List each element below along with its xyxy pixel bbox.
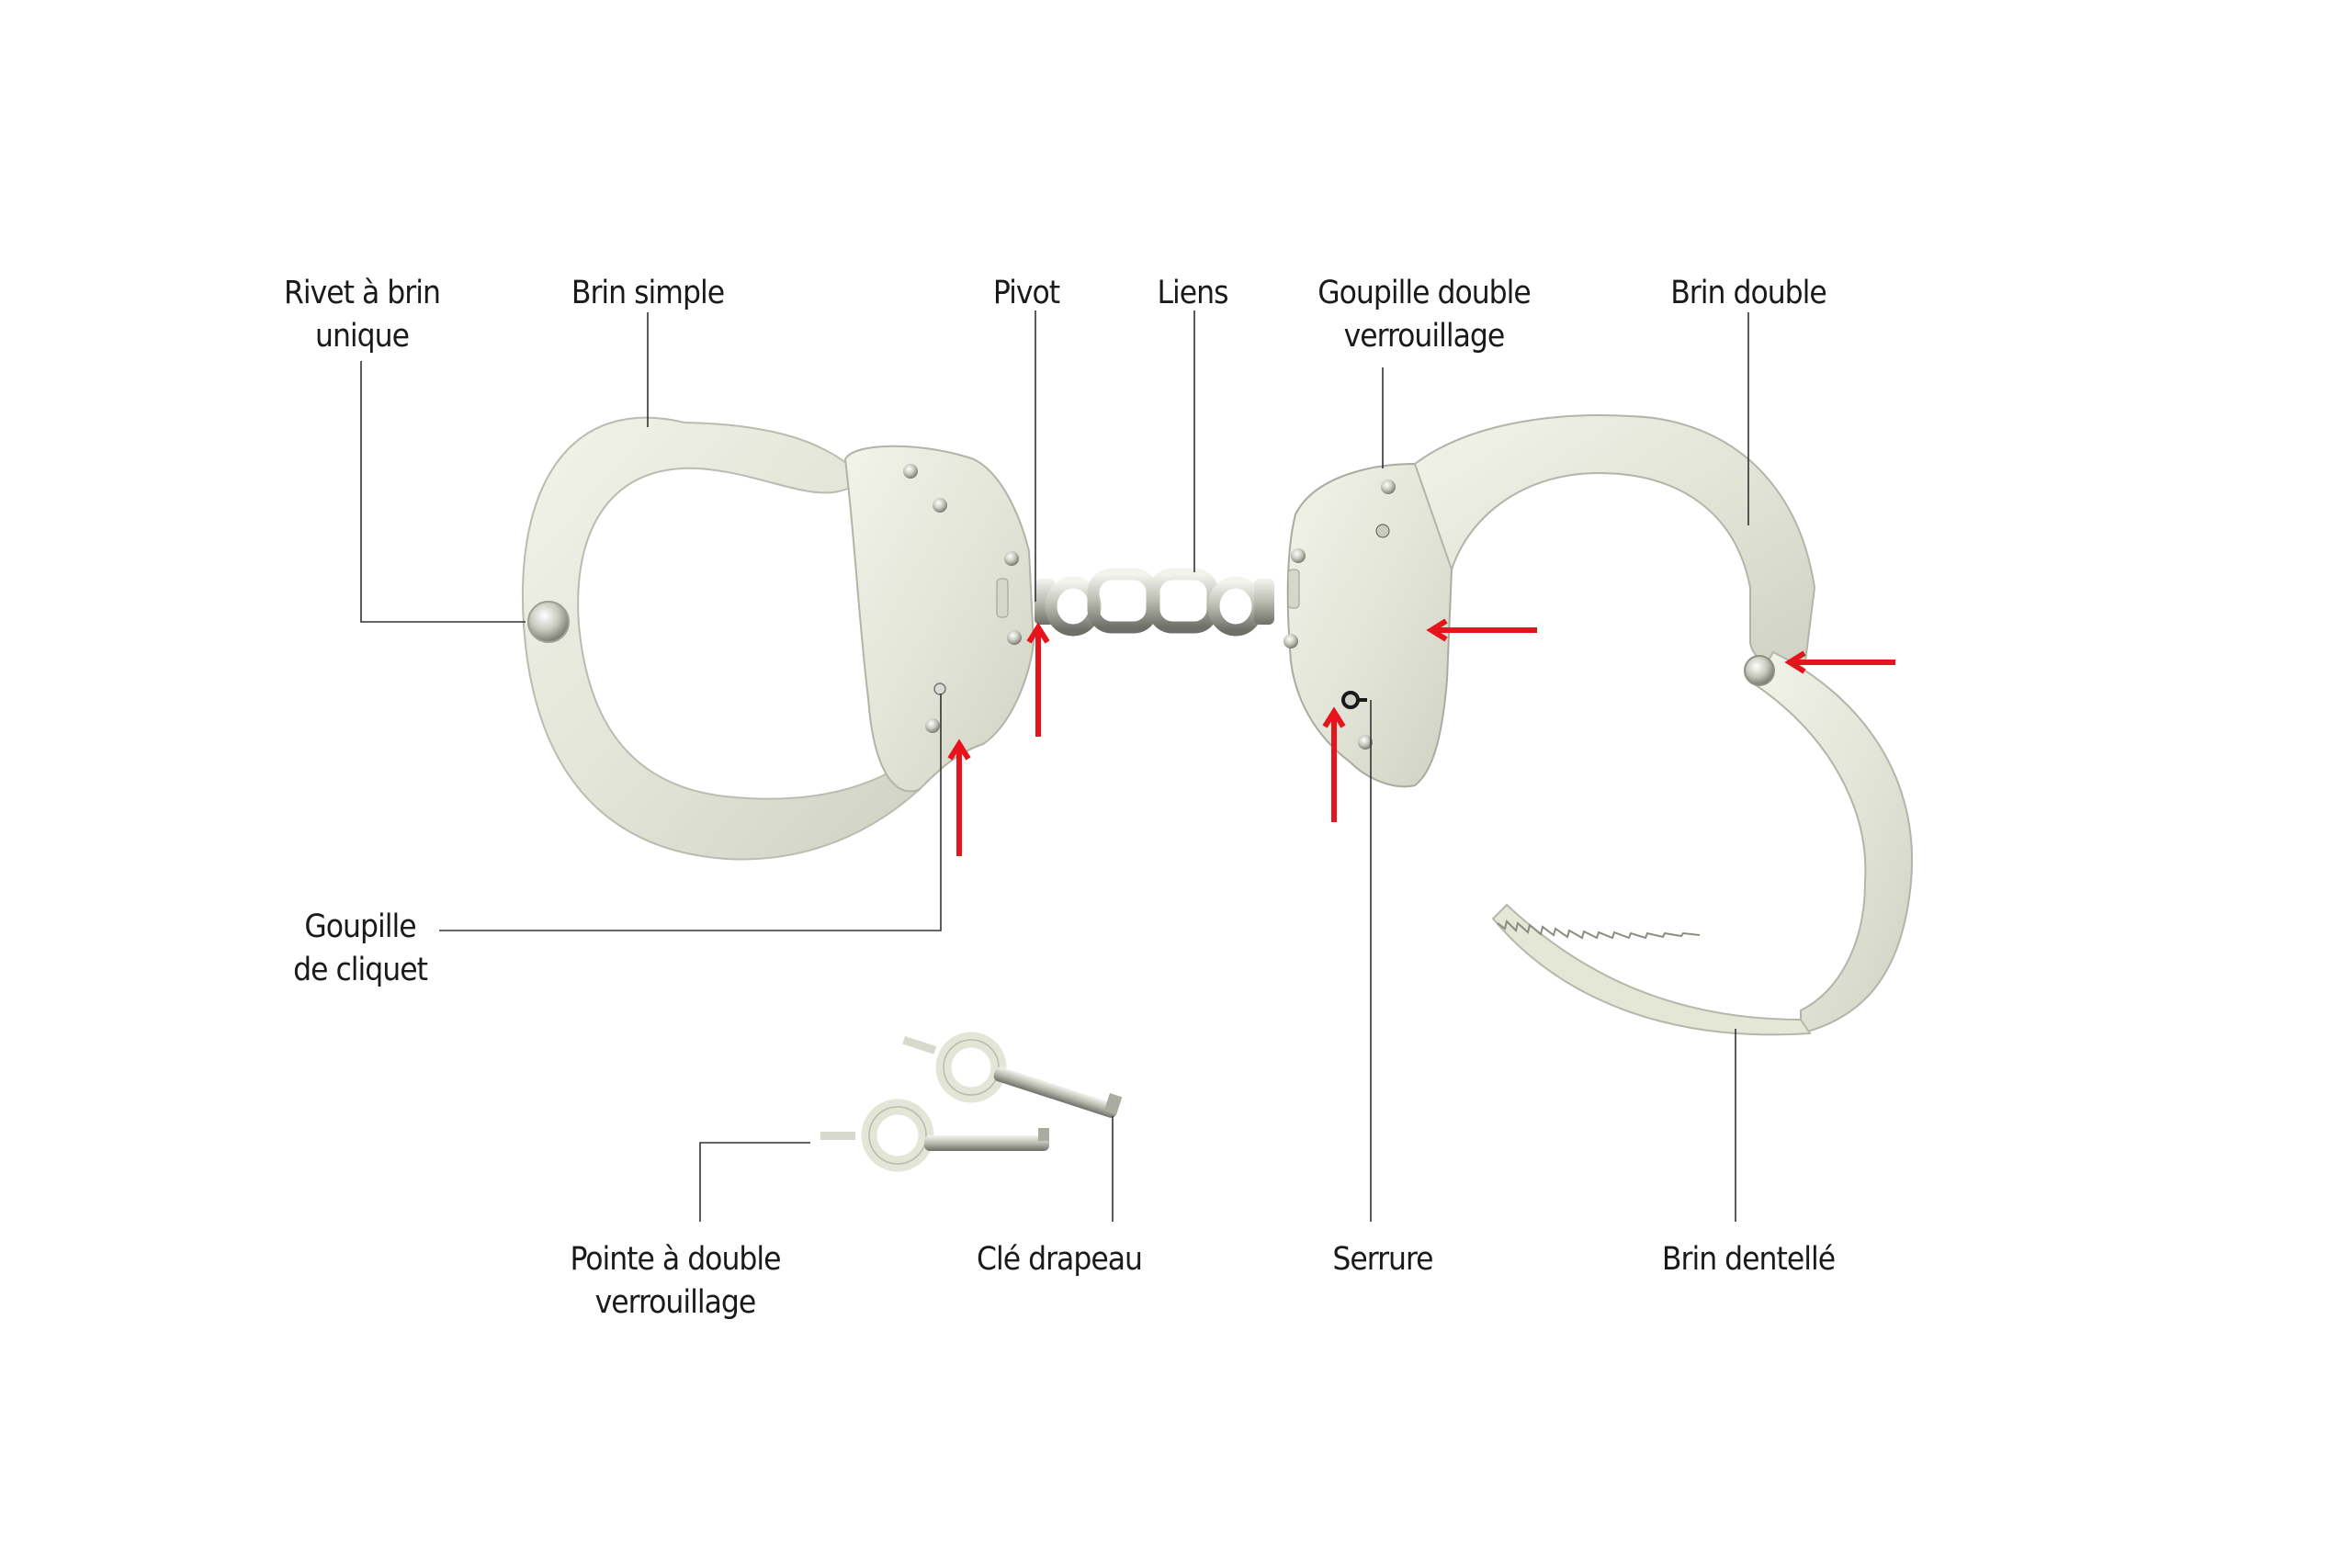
arrow-pivot-icon <box>1026 622 1050 737</box>
chain-links <box>1035 568 1274 637</box>
arrow-goupille-double-icon <box>1426 618 1537 642</box>
single-strand <box>522 416 920 861</box>
key-bottom <box>820 1099 1049 1172</box>
leader-goupille-cliquet <box>439 694 942 931</box>
serrated-strand <box>1753 650 1914 1035</box>
double-strand-rivet <box>1744 655 1775 686</box>
red-arrows <box>947 618 1895 856</box>
left-cuff-body <box>843 445 1035 793</box>
arrow-serrure-icon <box>1322 706 1346 822</box>
leader-rivet-brin-unique <box>360 361 526 623</box>
label-cle-drapeau: Clé drapeau <box>977 1241 1143 1278</box>
arrow-rivet-double-icon <box>1784 650 1895 674</box>
label-serrure: Serrure <box>1332 1241 1433 1278</box>
serrated-teeth <box>1497 919 1701 940</box>
ratchet-pin <box>933 682 946 695</box>
left-cuff <box>522 416 1035 861</box>
key-top <box>902 1032 1123 1118</box>
keyhole <box>1341 691 1360 709</box>
handcuff-keys <box>820 1032 1123 1172</box>
label-goupille-double-verrouillage: Goupille double verrouillage <box>1317 275 1532 355</box>
label-brin-double: Brin double <box>1670 275 1827 311</box>
label-goupille-de-cliquet: Goupille de cliquet <box>293 908 428 988</box>
arrow-goupille-cliquet-icon <box>947 739 971 856</box>
label-brin-simple: Brin simple <box>571 275 725 311</box>
right-cuff <box>1283 414 1914 1036</box>
single-strand-rivet <box>527 601 570 643</box>
label-brin-dentelle: Brin dentellé <box>1661 1241 1836 1278</box>
leader-pointe-double <box>699 1142 810 1222</box>
label-liens: Liens <box>1157 275 1228 311</box>
label-rivet-brin-unique: Rivet à brin unique <box>284 275 441 355</box>
label-pivot: Pivot <box>992 275 1060 311</box>
leader-lines <box>360 310 1749 1222</box>
label-pointe-double-verrouillage: Pointe à double verrouillage <box>570 1241 781 1321</box>
